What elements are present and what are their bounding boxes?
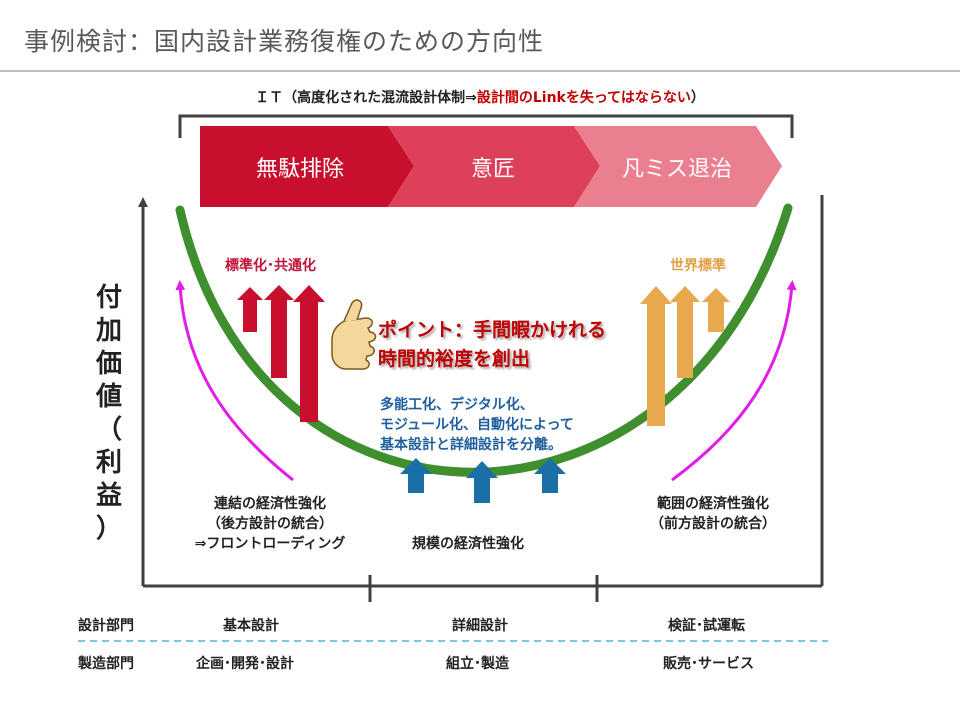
orange-arrow-2 bbox=[670, 286, 700, 378]
left-magenta-arrow bbox=[175, 280, 294, 482]
y-label-char: 価 bbox=[95, 349, 122, 379]
y-label-char: （ bbox=[95, 415, 122, 445]
y-label-char: 益 bbox=[95, 481, 122, 511]
it-banner-prefix: ＩＴ（高度化された混流設計体制⇒ bbox=[255, 90, 477, 106]
right-bottom-line-2: （前方設計の統合） bbox=[650, 516, 776, 532]
left-bottom-line-3: ⇒フロントローディング bbox=[194, 536, 346, 552]
orange-arrow-1 bbox=[640, 286, 672, 426]
linkage-economy-label: 連結の経済性強化 （後方設計の統合） ⇒フロントローディング bbox=[185, 494, 355, 554]
point-callout: ポイント：手間暇かけれる 時間的裕度を創出 bbox=[378, 316, 606, 374]
scope-economy-label: 範囲の経済性強化 （前方設計の統合） bbox=[628, 494, 798, 534]
thumbs-up-hand-icon bbox=[331, 299, 377, 370]
chevron-label-2: 凡ミス退治 bbox=[621, 157, 732, 182]
manufacturing-dept-label: 製造部門 bbox=[78, 656, 134, 672]
standardization-label: 標準化･共通化 bbox=[225, 258, 316, 274]
y-axis-label: 付 加 価 値 （ 利 益 ） bbox=[92, 282, 126, 546]
red-arrow-group bbox=[237, 285, 325, 422]
assembly-cell: 組立･製造 bbox=[446, 656, 509, 672]
global-standard-label: 世界標準 bbox=[670, 258, 726, 274]
right-bottom-line-1: 範囲の経済性強化 bbox=[657, 496, 769, 512]
detailed-design-cell: 詳細設計 bbox=[452, 618, 508, 634]
red-arrow-2 bbox=[264, 285, 294, 378]
left-bottom-line-1: 連結の経済性強化 bbox=[214, 496, 326, 512]
title-divider bbox=[0, 70, 960, 72]
chevron-error-prevention bbox=[574, 126, 782, 207]
design-dept-label: 設計部門 bbox=[78, 618, 134, 634]
center-line-3: 基本設計と詳細設計を分離。 bbox=[380, 437, 562, 453]
chevron-design bbox=[388, 126, 600, 207]
center-line-1: 多能工化、デジタル化、 bbox=[380, 397, 534, 413]
chevron-label-1: 意匠 bbox=[470, 157, 515, 182]
y-label-char: 利 bbox=[95, 448, 122, 478]
it-bracket bbox=[178, 114, 794, 138]
orange-arrow-3 bbox=[702, 288, 730, 332]
center-line-2: モジュール化、自動化によって bbox=[380, 417, 574, 433]
orange-arrow-group bbox=[640, 286, 730, 426]
it-banner-suffix: ） bbox=[690, 90, 705, 106]
y-label-char: 加 bbox=[95, 316, 122, 346]
it-banner-highlight: 設計間のLinkを失ってはならない bbox=[476, 90, 691, 106]
sales-service-cell: 販売･サービス bbox=[663, 656, 754, 672]
point-line-1: ポイント：手間暇かけれる bbox=[378, 319, 607, 341]
chevron-label-0: 無駄排除 bbox=[255, 157, 344, 182]
y-label-char: ） bbox=[95, 514, 122, 544]
page-title: 事例検討：国内設計業務復権のための方向性 bbox=[24, 27, 545, 56]
it-banner: ＩＴ（高度化された混流設計体制⇒設計間のLinkを失ってはならない） bbox=[0, 87, 960, 107]
planning-cell: 企画･開発･設計 bbox=[196, 656, 294, 672]
right-magenta-arrow bbox=[671, 280, 797, 482]
blue-arrow-3 bbox=[534, 458, 566, 493]
blue-arrow-1 bbox=[400, 458, 432, 493]
y-label-char: 付 bbox=[95, 283, 122, 313]
y-label-char: 値 bbox=[95, 382, 122, 412]
red-arrow-1 bbox=[237, 287, 263, 332]
scale-economy-label: 規模の経済性強化 bbox=[412, 536, 524, 552]
left-bottom-line-2: （後方設計の統合） bbox=[207, 516, 333, 532]
blue-arrow-group bbox=[400, 458, 566, 503]
red-arrow-3 bbox=[293, 285, 325, 422]
blue-arrow-2 bbox=[466, 461, 498, 503]
center-description: 多能工化、デジタル化、 モジュール化、自動化によって 基本設計と詳細設計を分離。 bbox=[380, 395, 574, 455]
basic-design-cell: 基本設計 bbox=[223, 618, 279, 634]
chevron-waste-elimination bbox=[200, 126, 414, 207]
verification-cell: 検証･試運転 bbox=[668, 618, 745, 634]
point-line-2: 時間的裕度を創出 bbox=[378, 348, 531, 370]
